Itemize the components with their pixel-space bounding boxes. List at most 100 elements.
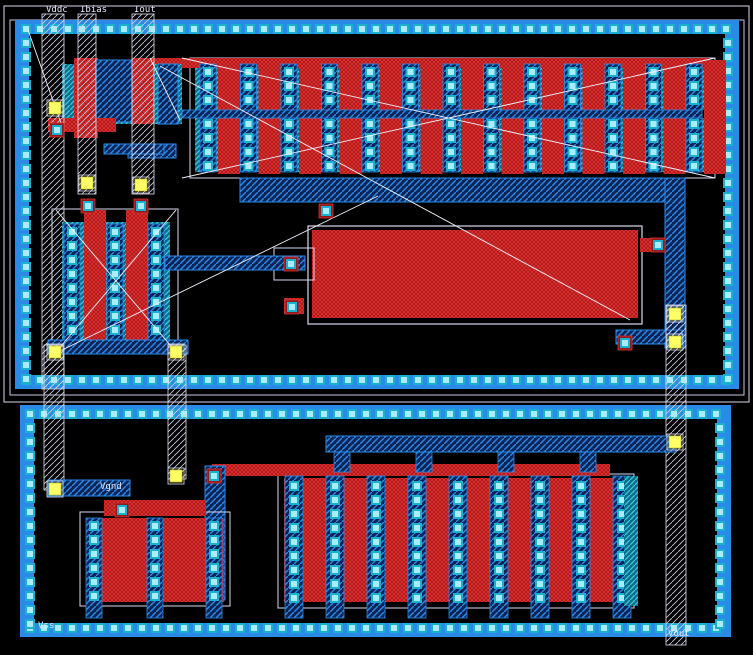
left-mos-contact: [112, 257, 118, 263]
pmos-contact: [569, 135, 576, 141]
left-mos-contact: [153, 299, 159, 305]
ring-contact: [251, 625, 257, 631]
small-nmos-contact: [211, 537, 217, 543]
nmos-contact: [414, 511, 420, 517]
ring-contact: [167, 625, 173, 631]
vdd-rail-lower: [43, 344, 65, 491]
nmos-end-diffusion: [624, 476, 638, 606]
pin-label-iout: Iout: [134, 5, 156, 15]
nmos-contact: [414, 539, 420, 545]
poly-contact: [288, 261, 294, 267]
ring-contact: [23, 236, 29, 242]
metal-via: [668, 435, 682, 449]
pmos-contact: [326, 163, 333, 169]
left-mos-contact: [69, 229, 75, 235]
pmos-contact: [448, 97, 454, 103]
ring-contact: [573, 411, 579, 417]
ring-contact: [27, 593, 33, 599]
ring-contact: [265, 625, 271, 631]
small-nmos-contact: [152, 551, 158, 557]
ring-contact: [79, 377, 85, 383]
pmos-mid-metal: [181, 109, 703, 119]
nmos-contact: [332, 581, 338, 587]
metal-via: [48, 482, 62, 496]
ring-contact: [717, 523, 723, 529]
via-outline: [666, 305, 684, 323]
left-mos-contact: [112, 285, 118, 291]
left-mos-contact: [153, 327, 159, 333]
metal-via: [80, 176, 94, 190]
ring-contact: [279, 625, 285, 631]
pmos-contact: [610, 149, 616, 155]
ring-contact: [457, 377, 463, 383]
nmos-contact: [537, 525, 543, 531]
ring-contact: [177, 26, 183, 32]
ring-contact: [219, 26, 225, 32]
pmos-contact: [488, 97, 495, 103]
ring-contact: [725, 264, 731, 270]
pmos-contact: [286, 163, 292, 169]
lower-ring-contacts: [25, 409, 725, 633]
pmos-contact: [367, 121, 373, 127]
ring-contact: [615, 411, 621, 417]
nmos-contact: [537, 539, 543, 545]
nmos-contact: [373, 567, 379, 573]
nmos-contact: [578, 567, 584, 573]
ring-contact: [471, 26, 477, 32]
ring-contact: [643, 411, 649, 417]
poly-contact: [138, 203, 144, 209]
ring-contact: [639, 377, 645, 383]
ring-contact: [387, 377, 393, 383]
ring-contact: [405, 625, 411, 631]
ring-contact: [583, 26, 589, 32]
ring-contact: [443, 377, 449, 383]
ring-contact: [405, 411, 411, 417]
ring-contact: [559, 625, 565, 631]
ring-contact: [275, 377, 281, 383]
ring-contact: [317, 26, 323, 32]
nmos-contact: [619, 525, 625, 531]
nmos-contact: [537, 567, 543, 573]
pmos-contact: [448, 69, 454, 75]
ring-contact: [331, 377, 337, 383]
pmos-contact: [245, 121, 252, 127]
ring-contact: [223, 625, 229, 631]
nmos-contact: [455, 539, 461, 545]
nmos-contact: [291, 539, 297, 545]
ring-contact: [657, 625, 663, 631]
ring-contact: [83, 411, 89, 417]
nmos-contact: [291, 567, 297, 573]
left-mos-contact: [69, 313, 75, 319]
ring-contact: [363, 625, 369, 631]
pmos-contact: [448, 149, 454, 155]
pin-label-ibias: Ibias: [80, 5, 107, 15]
pmos-contact: [326, 149, 333, 155]
nmos-contact: [455, 567, 461, 573]
left-mos-contact: [112, 327, 118, 333]
pmos-contact: [650, 83, 657, 89]
ring-contact: [23, 222, 29, 228]
ring-contact: [237, 411, 243, 417]
ring-contact: [139, 625, 145, 631]
pmos-contact: [529, 97, 535, 103]
pmos-contact: [326, 69, 333, 75]
nmos-contact: [373, 553, 379, 559]
pmos-contact: [610, 135, 616, 141]
pmos-contact: [610, 121, 616, 127]
small-nmos-contact: [211, 551, 217, 557]
pmos-contact: [286, 97, 292, 103]
pmos-contact: [367, 149, 373, 155]
nmos-contact: [455, 483, 461, 489]
nmos-contact: [455, 595, 461, 601]
ring-contact: [457, 26, 463, 32]
pmos-contact: [205, 69, 211, 75]
ring-contact: [499, 377, 505, 383]
nmos-contact: [537, 483, 543, 489]
ring-contact: [111, 411, 117, 417]
ring-contact: [517, 411, 523, 417]
ring-contact: [717, 607, 723, 613]
ring-contact: [65, 26, 71, 32]
upper-ring-contacts: [21, 24, 733, 385]
nmos-drain-bus: [325, 435, 677, 453]
nmos-contact: [455, 511, 461, 517]
